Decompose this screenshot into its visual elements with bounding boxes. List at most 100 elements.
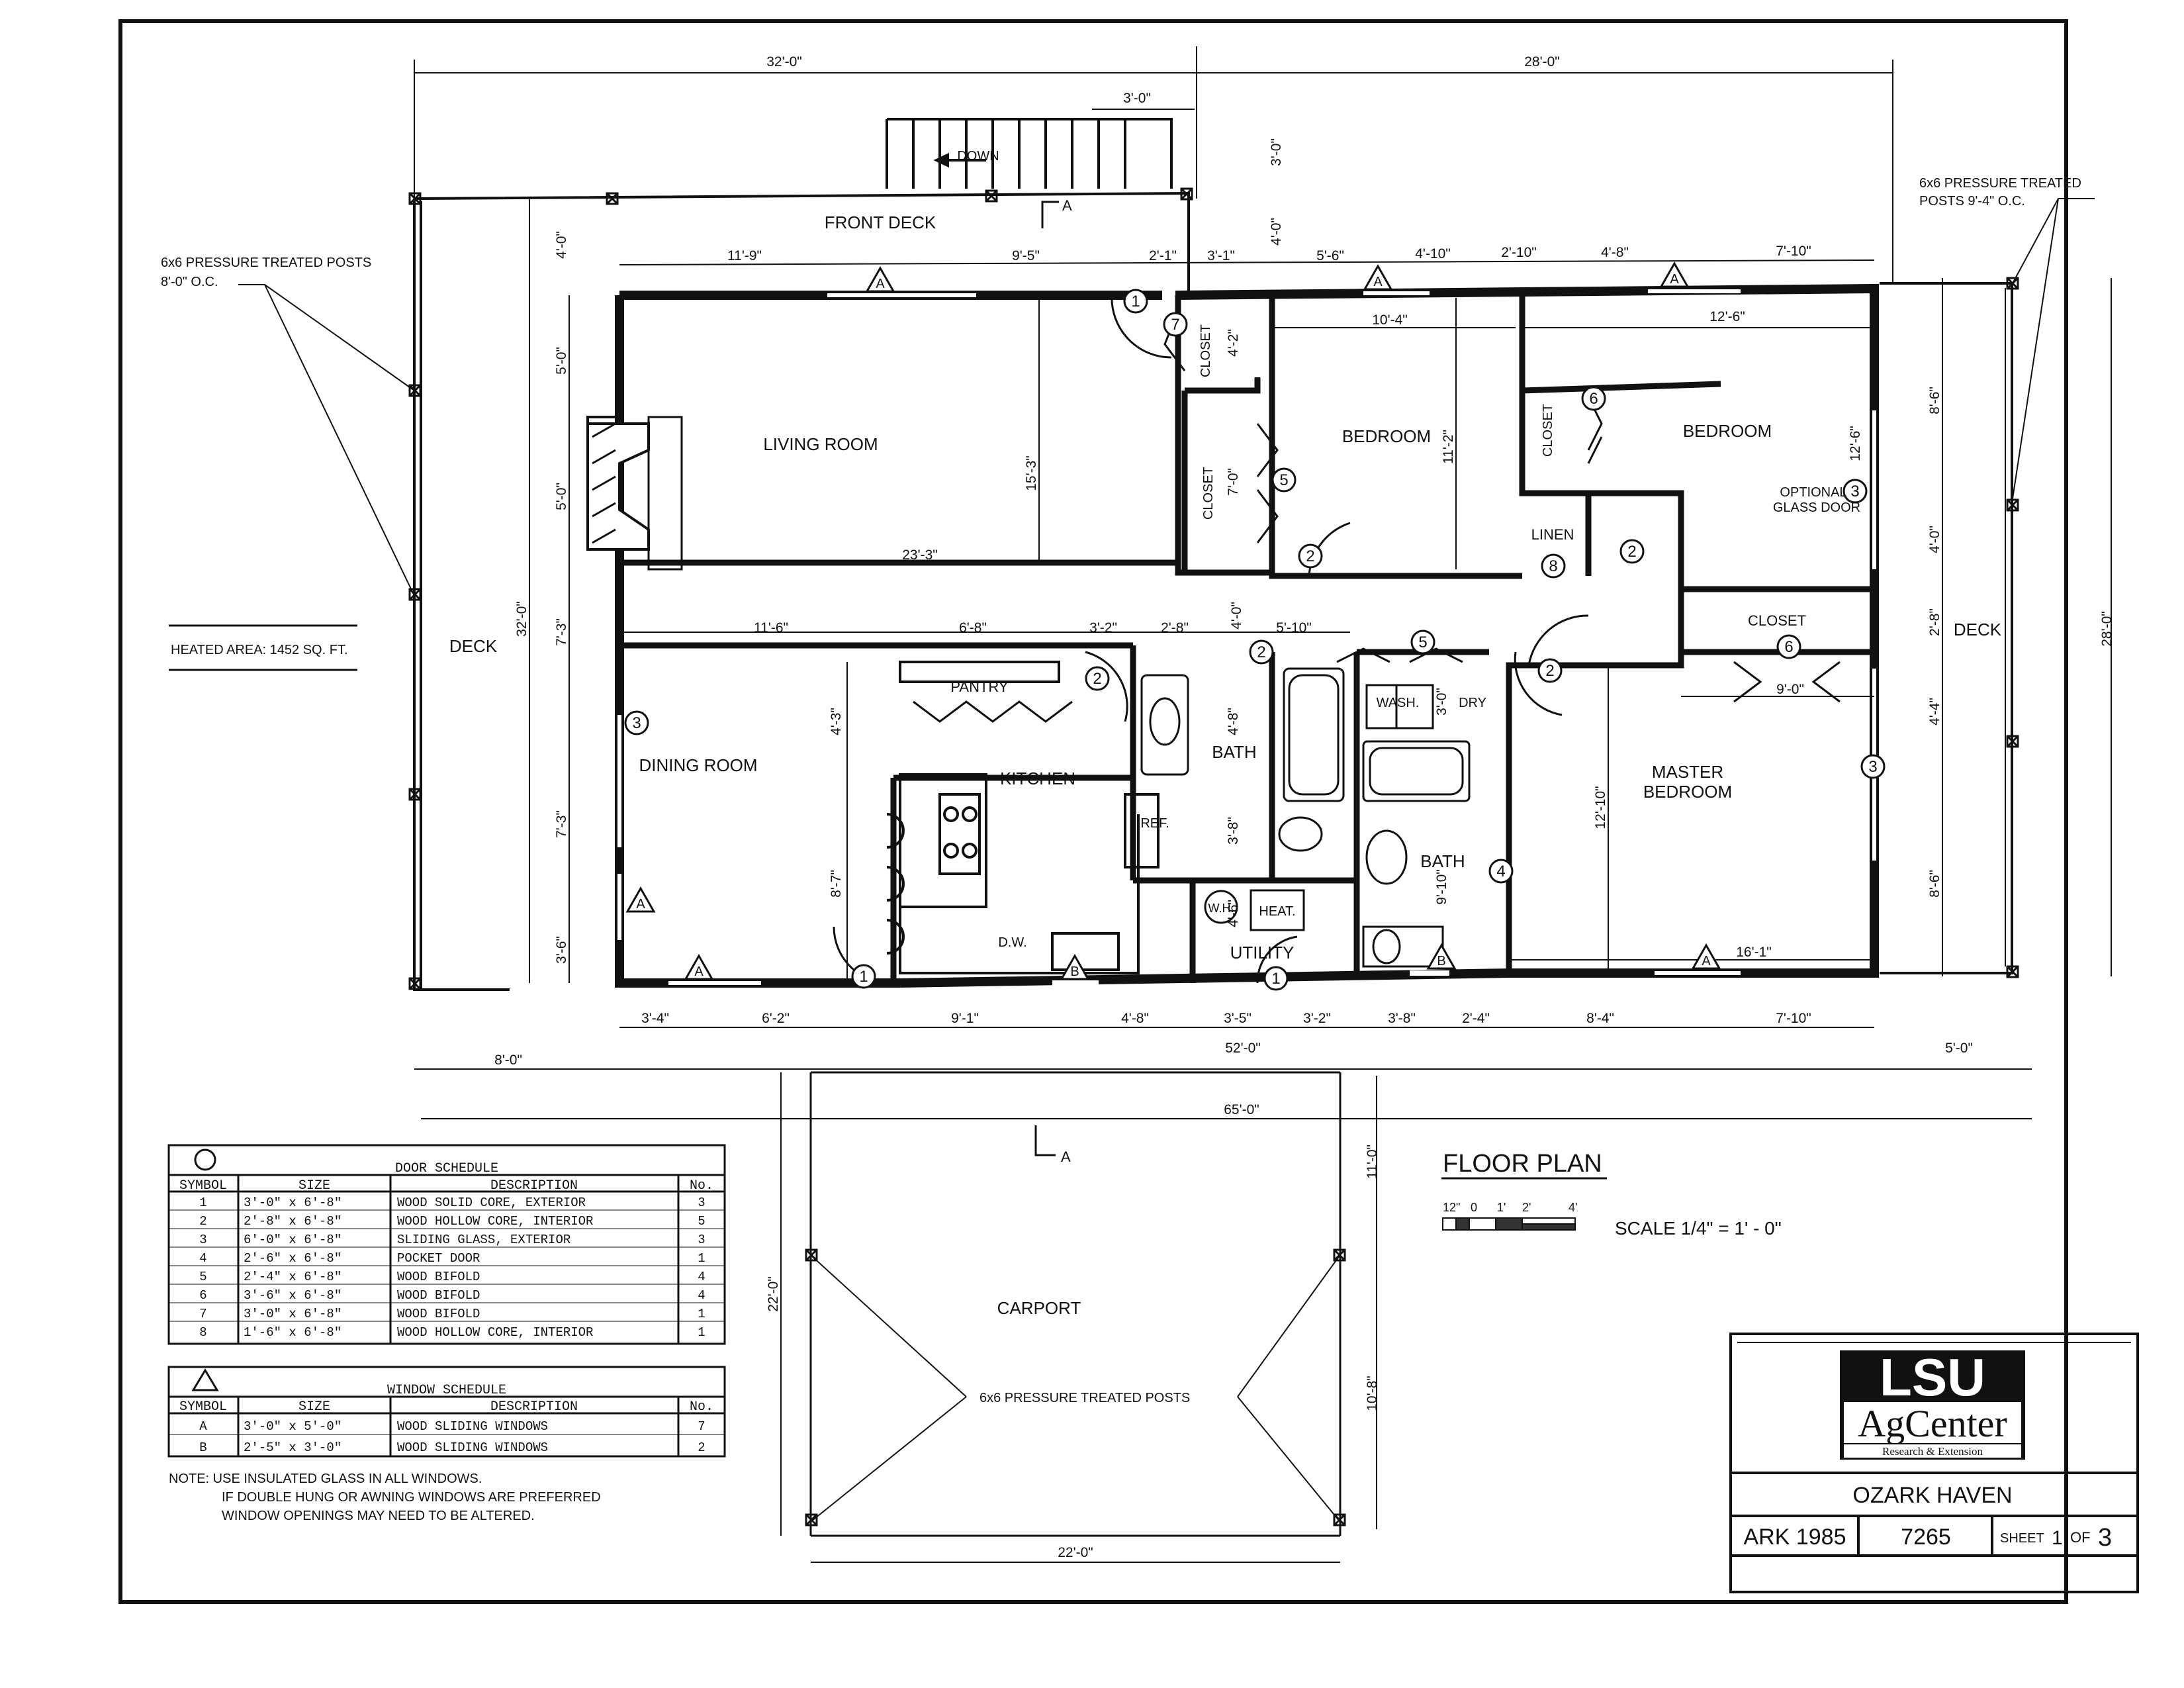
- dim-label: 65'-0": [1224, 1102, 1259, 1117]
- cell: 2'-6" x 6'-8": [244, 1251, 341, 1266]
- window-schedule: WINDOW SCHEDULE SYMBOL SIZE DESCRIPTION …: [167, 1366, 726, 1458]
- door-tags: 1 7 5 2 6 3 8 2 2 5 2 6 3 3 1 4 1 2: [624, 289, 1886, 991]
- cell: 8: [199, 1325, 206, 1340]
- door-schedule-rows: 1 3'-0" x 6'-8" WOOD SOLID CORE, EXTERIO…: [199, 1196, 705, 1340]
- dw-label: D.W.: [998, 935, 1026, 950]
- dimension-lines: [414, 46, 2112, 1563]
- dim-label: 16'-1": [1736, 945, 1772, 960]
- carport: [809, 1071, 1342, 1537]
- door-tag: 3: [1850, 483, 1859, 500]
- dim-label: 22'-0": [1058, 1545, 1093, 1560]
- door-tag: 2: [1257, 643, 1265, 661]
- dim-label: 32'-0": [514, 601, 529, 637]
- dim-label: 10'-4": [1372, 312, 1408, 328]
- closet-label: CLOSET: [1748, 612, 1806, 629]
- dim-label: 28'-0": [2099, 611, 2115, 647]
- of-label: OF: [2070, 1529, 2091, 1546]
- dim-label: 3'-0": [1123, 91, 1151, 106]
- dim-label: 6'-8": [959, 620, 987, 635]
- drawing-number: 7265: [1901, 1524, 1951, 1550]
- cell: 2'-4" x 6'-8": [244, 1270, 341, 1284]
- window-schedule-header: SIZE: [298, 1399, 330, 1415]
- dim-label: 28'-0": [1524, 54, 1560, 70]
- dim-label: 12'-10": [1593, 786, 1608, 829]
- cell: B: [199, 1440, 206, 1455]
- dim-label: 7'-10": [1776, 1011, 1811, 1026]
- dim-label: 8'-6": [1927, 387, 1942, 414]
- cell: WOOD SLIDING WINDOWS: [397, 1440, 548, 1455]
- scale-tick: 1': [1497, 1201, 1506, 1214]
- drawing-code: ARK 1985: [1744, 1524, 1846, 1550]
- cell: WOOD HOLLOW CORE, INTERIOR: [397, 1325, 593, 1340]
- sheet-number: 1: [2052, 1527, 2063, 1549]
- bath-fixtures: [1140, 667, 1471, 968]
- posts-right-note: 6x6 PRESSURE TREATED: [1919, 176, 2081, 191]
- dim-label: 7'-0": [1226, 468, 1241, 496]
- master-bedroom-label: BEDROOM: [1643, 782, 1732, 802]
- room-labels: FRONT DECK DOWN LIVING ROOM BEDROOM BEDR…: [449, 149, 2002, 1318]
- dim-label: 9'-0": [1776, 682, 1804, 697]
- title-block: LSU AgCenter Research & Extension OZARK …: [1729, 1333, 2139, 1593]
- cell: WOOD BIFOLD: [397, 1270, 480, 1284]
- ref-label: REF.: [1140, 816, 1169, 831]
- dim-label: 5'-0": [554, 347, 569, 375]
- cell: WOOD BIFOLD: [397, 1307, 480, 1321]
- scale-bar: [1442, 1217, 1576, 1231]
- sheet-border: [118, 19, 2068, 1604]
- door-tag: 2: [1306, 547, 1314, 565]
- dim-label: 4'-3": [829, 708, 844, 735]
- dry-label: DRY: [1459, 696, 1486, 710]
- dim-label: 23'-3": [902, 547, 938, 563]
- wash-label: WASH.: [1377, 696, 1420, 710]
- dim-label: 7'-3": [554, 810, 569, 838]
- dim-label: 15'-3": [1024, 455, 1039, 491]
- table-row: 8 1'-6" x 6'-8" WOOD HOLLOW CORE, INTERI…: [199, 1325, 705, 1340]
- cell: 6: [199, 1288, 206, 1303]
- cell: 4: [698, 1288, 705, 1303]
- dim-label: 3'-2": [1303, 1011, 1331, 1026]
- dim-label: 9'-10": [1434, 869, 1449, 905]
- cell: 4: [698, 1270, 705, 1284]
- right-deck: [1880, 282, 2013, 974]
- posts-right-spacing: POSTS 9'-4" O.C.: [1919, 194, 2025, 209]
- cell: 3'-0" x 6'-8": [244, 1307, 341, 1321]
- section-a-label: A: [1061, 1149, 1071, 1165]
- door-schedule-header: DESCRIPTION: [490, 1178, 578, 1194]
- window-tag: A: [876, 277, 885, 291]
- sheet-label: SHEET: [2000, 1531, 2044, 1546]
- bedroom-label: BEDROOM: [1342, 426, 1431, 446]
- dim-label: 2'-8": [1161, 620, 1189, 635]
- dim-label: 3'-1": [1207, 248, 1235, 263]
- window-schedule-header: SYMBOL: [179, 1399, 227, 1415]
- closet-label: CLOSET: [1199, 324, 1213, 377]
- dim-label: 32'-0": [766, 54, 802, 70]
- cell: 1: [698, 1325, 705, 1340]
- door-tag: 2: [1545, 662, 1554, 680]
- cell: 2: [698, 1440, 705, 1455]
- door-tag: 2: [1093, 670, 1101, 688]
- table-row: 5 2'-4" x 6'-8" WOOD BIFOLD 4: [199, 1270, 705, 1284]
- optional-label: OPTIONAL: [1780, 485, 1846, 500]
- bath-label: BATH: [1212, 742, 1256, 762]
- dim-label: 4'-2": [1226, 329, 1241, 357]
- door-tag: 6: [1589, 390, 1598, 408]
- dim-label: 4'-0": [1229, 602, 1244, 630]
- cell: A: [199, 1419, 207, 1434]
- carport-label: CARPORT: [997, 1298, 1081, 1318]
- posts: [408, 187, 2019, 1526]
- fireplace: [586, 416, 683, 571]
- door-tag: 3: [1868, 758, 1877, 776]
- door-tag: 5: [1418, 633, 1427, 651]
- table-row: 4 2'-6" x 6'-8" POCKET DOOR 1: [199, 1251, 705, 1266]
- cell: WOOD BIFOLD: [397, 1288, 480, 1303]
- table-row: B 2'-5" x 3'-0" WOOD SLIDING WINDOWS 2: [199, 1440, 705, 1455]
- dim-label: 2'-1": [1149, 248, 1177, 263]
- front-deck-label: FRONT DECK: [825, 212, 936, 232]
- deck-label-left: DECK: [449, 636, 498, 656]
- window-tag: A: [636, 897, 645, 912]
- dim-label: 5'-10": [1276, 620, 1312, 635]
- linen-label: LINEN: [1531, 526, 1574, 543]
- dim-label: 4'-8": [1121, 1011, 1149, 1026]
- closet-label: CLOSET: [1541, 404, 1555, 457]
- cell: WOOD SLIDING WINDOWS: [397, 1419, 548, 1434]
